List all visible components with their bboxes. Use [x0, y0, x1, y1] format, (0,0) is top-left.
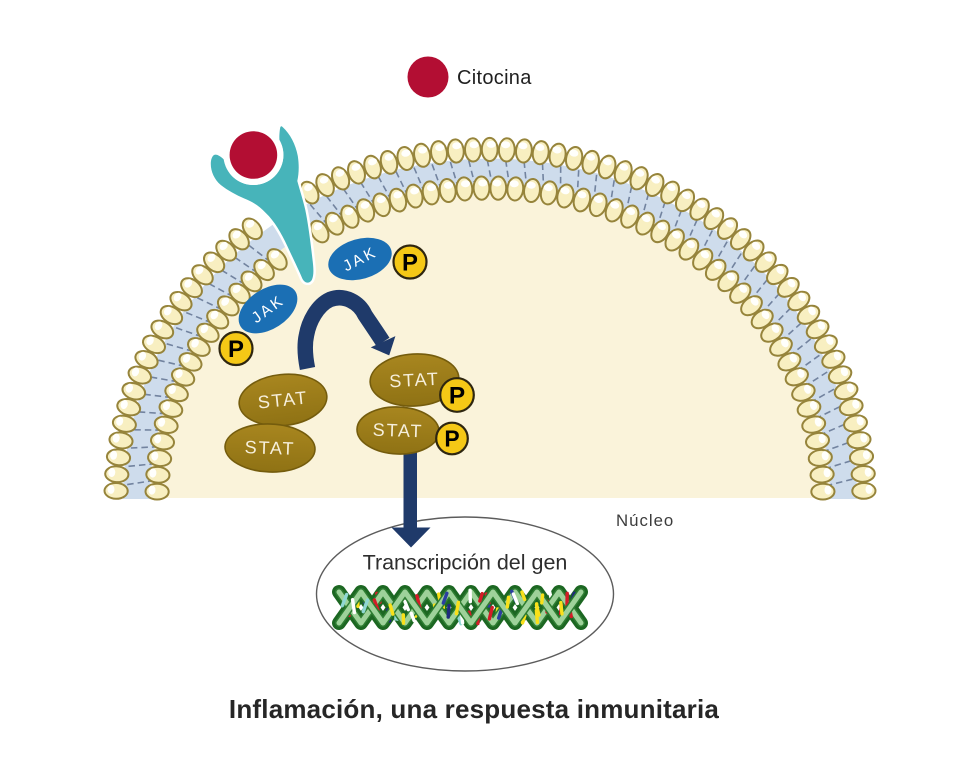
svg-text:STAT: STAT [372, 420, 423, 442]
svg-text:P: P [402, 250, 418, 277]
svg-text:P: P [228, 336, 244, 363]
svg-text:P: P [449, 383, 465, 410]
svg-text:Núcleo: Núcleo [616, 511, 674, 530]
svg-text:Inflamación, una respuesta inm: Inflamación, una respuesta inmunitaria [229, 694, 720, 724]
svg-text:STAT: STAT [244, 437, 295, 459]
svg-text:Citocina: Citocina [457, 67, 532, 89]
svg-text:STAT: STAT [389, 369, 441, 392]
svg-text:Transcripción del gen: Transcripción del gen [363, 551, 568, 575]
svg-text:P: P [444, 426, 459, 452]
